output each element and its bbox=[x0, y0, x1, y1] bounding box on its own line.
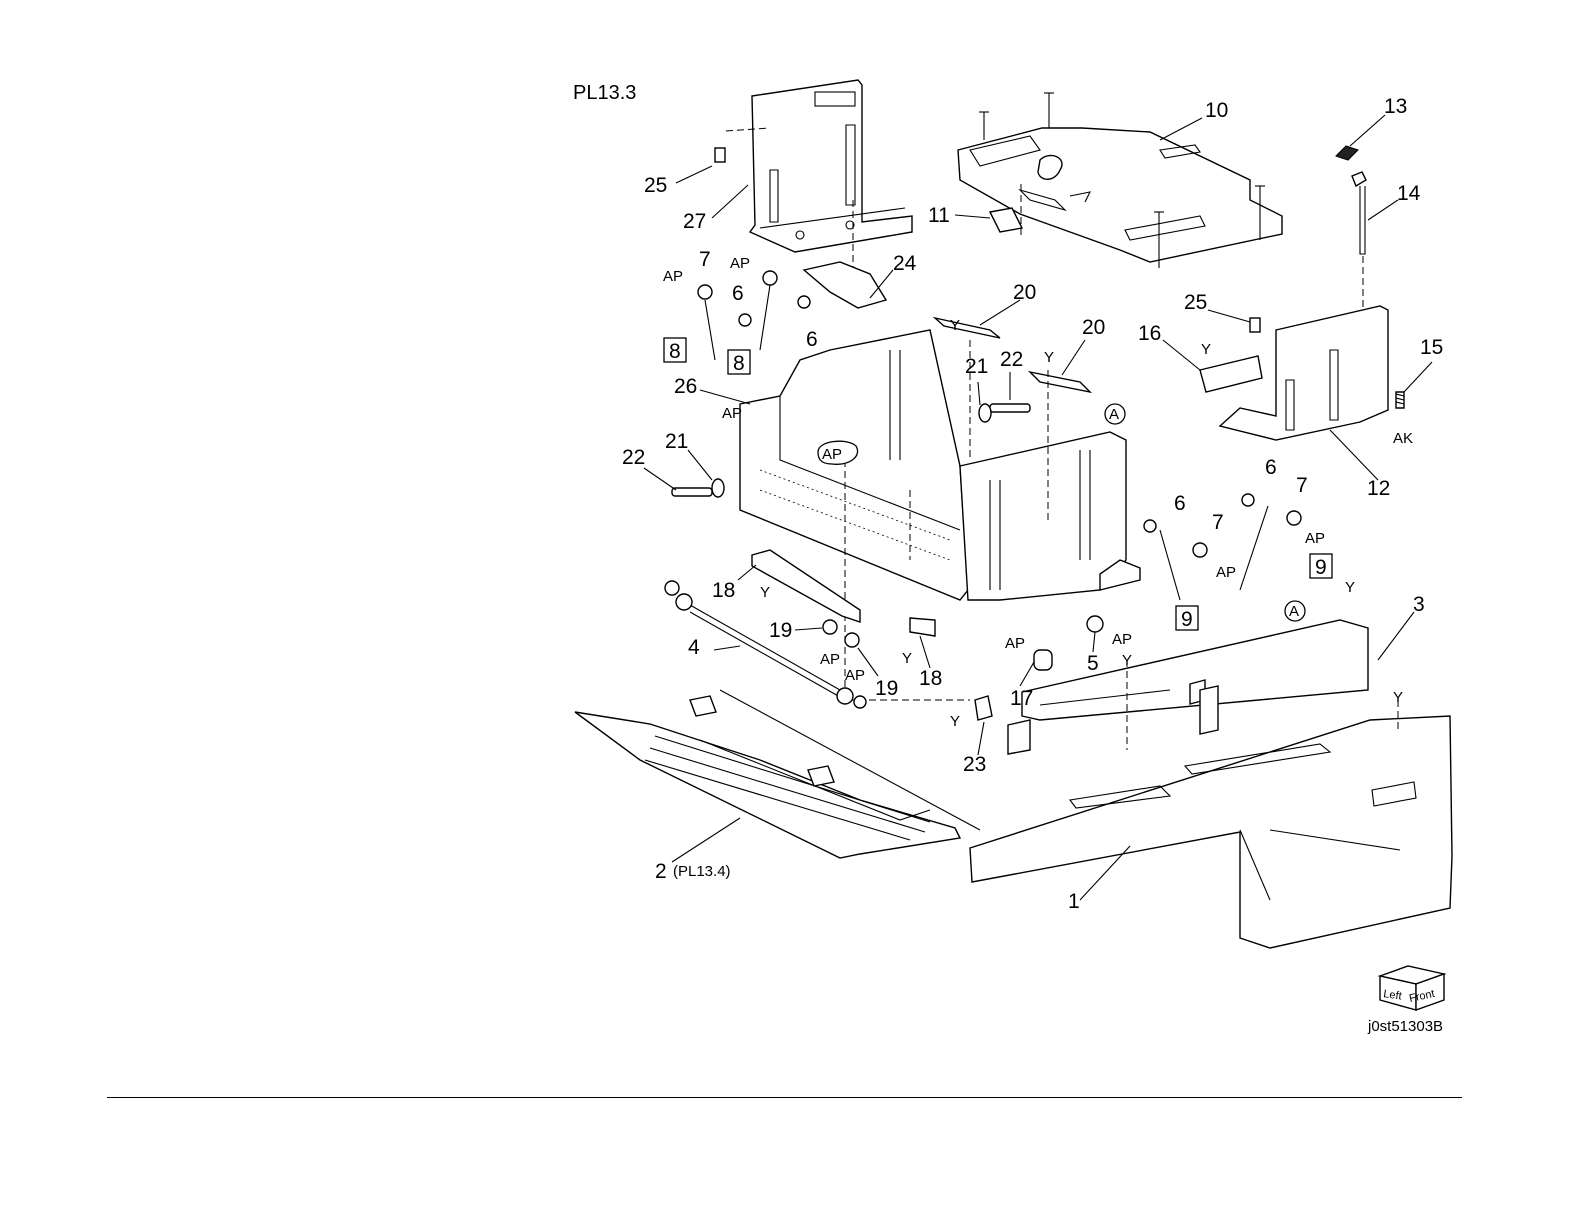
callout-22: 22 bbox=[1000, 348, 1023, 371]
callout-15: 15 bbox=[1420, 336, 1443, 359]
callout-12: 12 bbox=[1367, 477, 1390, 500]
svg-text:Y: Y bbox=[950, 713, 960, 730]
svg-text:A: A bbox=[1109, 406, 1119, 423]
callout-7: 7 bbox=[699, 248, 711, 271]
callout-5: 5 bbox=[1087, 652, 1099, 675]
boxed-ref-9-right: 9 bbox=[1310, 554, 1332, 579]
boxed-ref-8-right: 8 bbox=[728, 350, 750, 375]
callout-27: 27 bbox=[683, 210, 706, 233]
part-16-plate bbox=[1200, 356, 1262, 392]
svg-text:AP: AP bbox=[722, 405, 742, 422]
svg-text:Y: Y bbox=[1044, 349, 1054, 366]
part-3-side-frame bbox=[1008, 620, 1368, 754]
svg-text:A: A bbox=[1289, 603, 1299, 620]
svg-text:Y: Y bbox=[1393, 689, 1403, 706]
part-20-slide-lower bbox=[1030, 372, 1090, 392]
part-18-rail-right bbox=[910, 618, 935, 636]
callout-7: 7 bbox=[1212, 511, 1224, 534]
orientation-cube-icon: Left Front bbox=[1380, 966, 1444, 1010]
callout-18: 18 bbox=[919, 667, 942, 690]
callout-3: 3 bbox=[1413, 593, 1425, 616]
svg-text:AP: AP bbox=[1305, 530, 1325, 547]
svg-text:AP: AP bbox=[1216, 564, 1236, 581]
svg-text:Y: Y bbox=[902, 650, 912, 667]
callout-23: 23 bbox=[963, 753, 986, 776]
ap-blob-label: AP bbox=[822, 446, 842, 463]
callout-25: 25 bbox=[1184, 291, 1207, 314]
callout-16: 16 bbox=[1138, 322, 1161, 345]
callout-24: 24 bbox=[893, 252, 917, 275]
svg-text:Y: Y bbox=[950, 317, 960, 334]
callout-4: 4 bbox=[688, 636, 700, 659]
part-1-front-cover bbox=[970, 700, 1452, 948]
callout-1: 1 bbox=[1068, 890, 1080, 913]
boxed-ref-9-left: 9 bbox=[1176, 606, 1198, 631]
callout-10: 10 bbox=[1205, 99, 1228, 122]
callout-19: 19 bbox=[875, 677, 898, 700]
svg-text:Y: Y bbox=[1345, 579, 1355, 596]
part-19-gear-b bbox=[845, 633, 859, 647]
svg-text:AK: AK bbox=[1393, 430, 1413, 447]
svg-text:Y: Y bbox=[1122, 652, 1132, 669]
callout-2: 2 bbox=[655, 860, 667, 883]
callout-6: 6 bbox=[732, 282, 744, 305]
svg-text:AP: AP bbox=[1112, 631, 1132, 648]
part-27-left-bracket bbox=[726, 80, 912, 290]
part-10-top-cover bbox=[958, 93, 1282, 268]
callout-20: 20 bbox=[1082, 316, 1105, 339]
callout-14: 14 bbox=[1397, 182, 1421, 205]
svg-text:AP: AP bbox=[820, 651, 840, 668]
callout-6: 6 bbox=[806, 328, 818, 351]
callout-2-ref: (PL13.4) bbox=[673, 863, 731, 880]
callout-25: 25 bbox=[644, 174, 667, 197]
callout-7: 7 bbox=[1296, 474, 1308, 497]
part-25-clip-left bbox=[715, 148, 725, 162]
circle-a-marker-lower: A bbox=[1285, 601, 1305, 621]
callout-6: 6 bbox=[1174, 492, 1186, 515]
cube-left-label: Left bbox=[1383, 988, 1403, 1002]
callout-18: 18 bbox=[712, 579, 735, 602]
part-24-plate bbox=[804, 262, 886, 308]
svg-text:8: 8 bbox=[733, 352, 745, 375]
circle-a-marker-upper: A bbox=[1105, 404, 1125, 424]
boxed-ref-8-left: 8 bbox=[664, 338, 686, 363]
callout-17: 17 bbox=[1010, 687, 1033, 710]
part-2-tray-assembly bbox=[575, 690, 980, 858]
callout-21: 21 bbox=[665, 430, 688, 453]
part-20-slide-upper bbox=[935, 318, 1000, 338]
part-19-gear-a bbox=[823, 620, 837, 634]
part-25-clip-right bbox=[1250, 318, 1260, 332]
callout-19: 19 bbox=[769, 619, 792, 642]
svg-text:AP: AP bbox=[663, 268, 683, 285]
svg-text:8: 8 bbox=[669, 340, 681, 363]
svg-text:Y: Y bbox=[760, 584, 770, 601]
callout-26: 26 bbox=[674, 375, 697, 398]
svg-text:AP: AP bbox=[1005, 635, 1025, 652]
svg-text:9: 9 bbox=[1315, 556, 1327, 579]
footer-divider bbox=[107, 1097, 1462, 1098]
callout-20: 20 bbox=[1013, 281, 1036, 304]
callout-13: 13 bbox=[1384, 95, 1407, 118]
image-code: j0st51303B bbox=[1367, 1018, 1443, 1035]
callout-11: 11 bbox=[928, 204, 950, 227]
svg-text:Y: Y bbox=[1201, 341, 1211, 358]
page-title: PL13.3 bbox=[573, 82, 636, 104]
svg-text:AP: AP bbox=[730, 255, 750, 272]
svg-text:9: 9 bbox=[1181, 608, 1193, 631]
callout-22: 22 bbox=[622, 446, 645, 469]
callout-6: 6 bbox=[1265, 456, 1277, 479]
svg-text:AP: AP bbox=[845, 667, 865, 684]
callout-21: 21 bbox=[965, 355, 988, 378]
